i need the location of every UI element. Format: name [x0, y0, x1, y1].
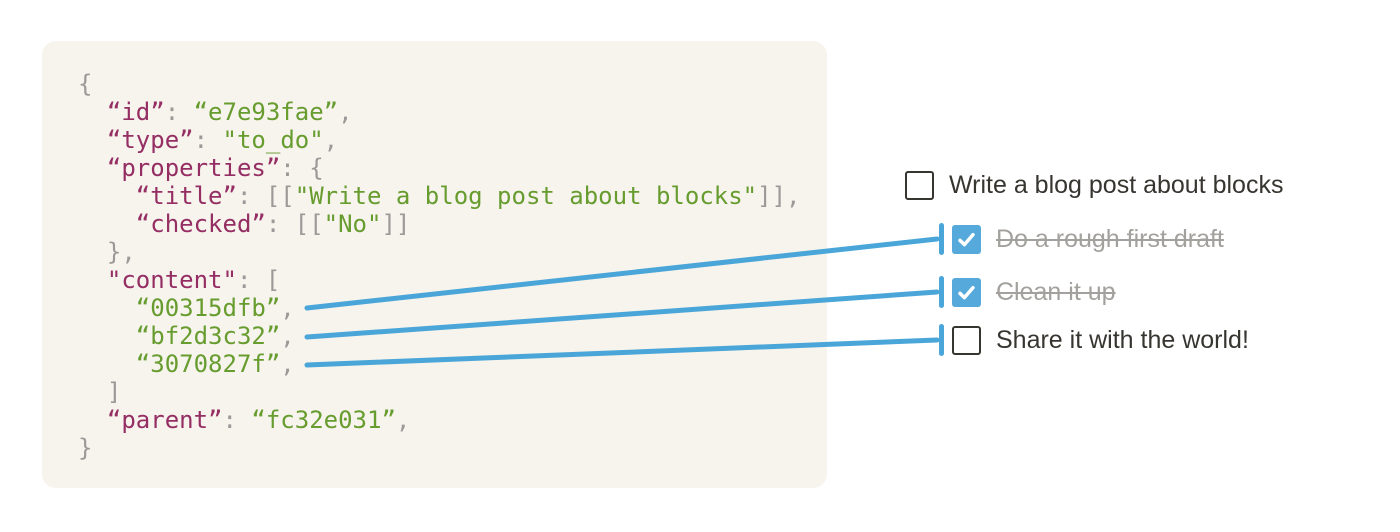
code-token-punctuation: ,: [323, 126, 339, 154]
code-token-punctuation: :: [222, 406, 252, 434]
code-token-value: “bf2d3c32”: [135, 322, 281, 350]
code-token-value: “00315dfb”: [135, 294, 281, 322]
todo-item[interactable]: Clean it up: [952, 277, 1116, 307]
code-token-punctuation: ]: [78, 378, 122, 406]
code-content: { “id”: “e7e93fae”, “type”: "to_do", “pr…: [78, 70, 800, 462]
code-token-value: "to_do": [222, 126, 324, 154]
code-token-punctuation: ]],: [757, 182, 801, 210]
code-token-key: “properties”: [106, 154, 281, 182]
code-token-punctuation: ]]: [381, 210, 411, 238]
code-line: "content": [: [78, 266, 800, 294]
code-token-punctuation: {: [78, 70, 93, 98]
code-token-key: “id”: [106, 98, 165, 126]
checkbox-unchecked-icon[interactable]: [952, 325, 981, 355]
checkbox-checked-icon[interactable]: [952, 277, 981, 307]
code-token-punctuation: [78, 350, 136, 378]
todo-item-label: Write a blog post about blocks: [949, 170, 1284, 199]
todo-item-label: Share it with the world!: [996, 325, 1249, 354]
code-token-punctuation: ,: [280, 322, 295, 350]
code-line: {: [78, 70, 800, 98]
code-token-punctuation: ,: [280, 350, 295, 378]
code-token-punctuation: },: [78, 238, 136, 266]
todo-item-label: Do a rough first draft: [996, 224, 1224, 253]
code-line: “properties”: {: [78, 154, 800, 182]
code-line: }: [78, 434, 800, 462]
code-token-punctuation: [78, 266, 107, 294]
code-token-value: "No": [323, 210, 382, 238]
code-token-punctuation: [78, 210, 136, 238]
code-token-punctuation: ,: [338, 98, 353, 126]
code-token-value: "Write a blog post about blocks": [294, 182, 758, 210]
code-token-punctuation: : [[: [236, 182, 295, 210]
code-token-punctuation: :: [164, 98, 194, 126]
code-token-punctuation: }: [78, 434, 93, 462]
check-icon: [958, 285, 975, 299]
code-line: ]: [78, 378, 800, 406]
code-token-value: “fc32e031”: [251, 406, 396, 434]
checkbox-checked-icon[interactable]: [952, 224, 981, 254]
code-token-key: “checked”: [135, 210, 266, 238]
code-line: “id”: “e7e93fae”,: [78, 98, 800, 126]
code-line: “type”: "to_do",: [78, 126, 800, 154]
code-line: “title”: [["Write a blog post about bloc…: [78, 182, 801, 210]
code-token-value: “3070827f”: [135, 350, 281, 378]
code-token-punctuation: ,: [280, 294, 295, 322]
code-token-punctuation: [78, 126, 107, 154]
todo-item-label: Clean it up: [996, 277, 1116, 306]
todo-item[interactable]: Share it with the world!: [952, 325, 1249, 355]
code-token-key: "content": [106, 266, 237, 294]
checkbox-unchecked-icon[interactable]: [905, 170, 934, 200]
todo-item[interactable]: Write a blog post about blocks: [905, 170, 1283, 200]
code-token-punctuation: : [[: [265, 210, 324, 238]
code-token-punctuation: [78, 154, 107, 182]
code-token-punctuation: [78, 294, 136, 322]
code-token-punctuation: : {: [280, 154, 324, 182]
code-token-key: “type”: [106, 126, 194, 154]
code-line: “parent”: “fc32e031”,: [78, 406, 800, 434]
code-token-value: “e7e93fae”: [193, 98, 339, 126]
code-token-key: “parent”: [106, 406, 223, 434]
json-code-block: { “id”: “e7e93fae”, “type”: "to_do", “pr…: [42, 41, 827, 488]
code-token-punctuation: ,: [395, 406, 411, 434]
code-line: “3070827f”,: [78, 350, 800, 378]
code-token-punctuation: [78, 406, 107, 434]
code-line: “bf2d3c32”,: [78, 322, 800, 350]
code-line: “checked”: [["No"]]: [78, 210, 800, 238]
code-token-punctuation: :: [193, 126, 223, 154]
code-token-punctuation: [78, 98, 107, 126]
todo-item[interactable]: Do a rough first draft: [952, 224, 1224, 254]
code-line: “00315dfb”,: [78, 294, 800, 322]
code-token-punctuation: [78, 322, 136, 350]
code-line: },: [78, 238, 800, 266]
code-token-key: “title”: [135, 182, 237, 210]
code-token-punctuation: [78, 182, 136, 210]
code-token-punctuation: : [: [236, 266, 281, 294]
check-icon: [958, 232, 975, 246]
